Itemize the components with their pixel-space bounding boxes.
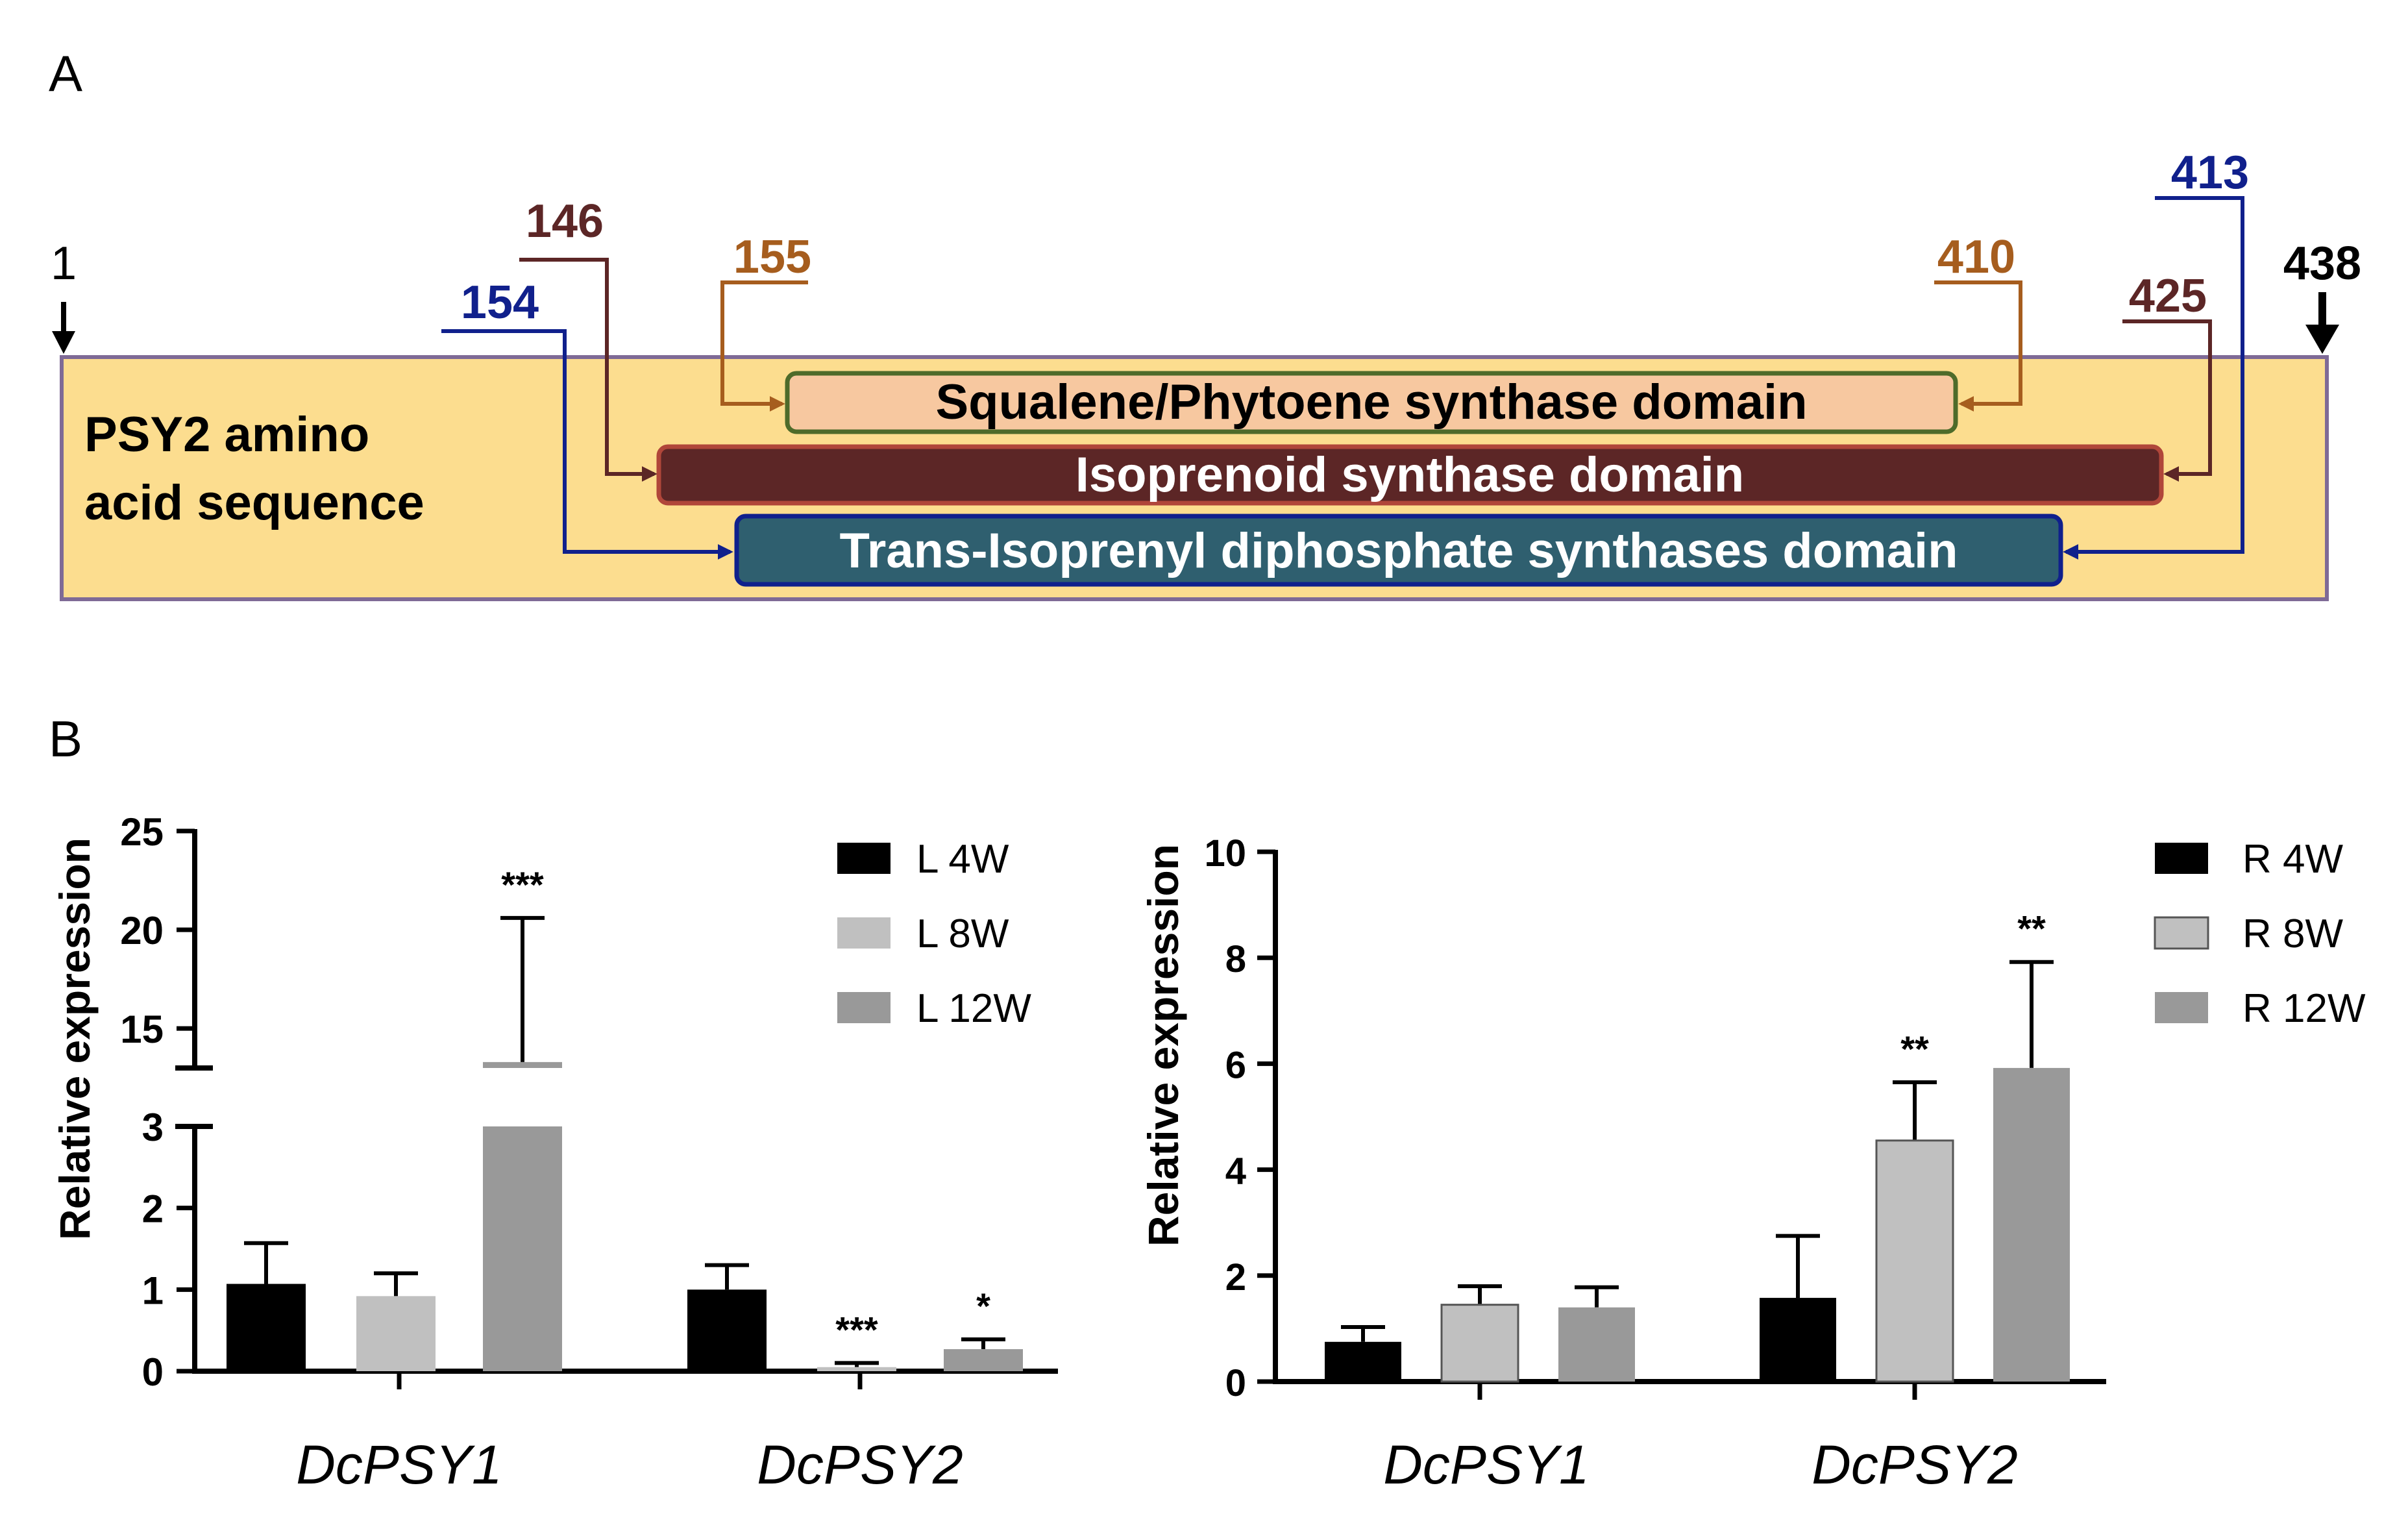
left-y-axis-title: Relative expression [51,838,99,1240]
right-significance-label: ** [1900,1028,1929,1069]
right-y-tick-label: 8 [1225,938,1246,980]
legend-label-l12w: L 12W [916,986,1031,1031]
sequence-label-line2: acid sequence [84,475,424,530]
left-bar-l-8w [817,1367,896,1371]
right-bar-r-4w [1760,1298,1836,1382]
right-category-label-dcpsy1: DcPSY1 [1383,1434,1589,1495]
left-y-tick-label: 2 [142,1187,164,1231]
left-bar-l-4w [227,1284,306,1371]
trans-start-label: 154 [461,277,539,329]
left-significance-label: *** [835,1309,878,1350]
legend-swatch-r8w [2154,916,2209,950]
isoprenoid-domain-box [656,444,2164,506]
right-bar-r-12w [1993,1067,2070,1382]
right-bar-r-12w [1558,1307,1635,1382]
squalene-end-label: 410 [1937,231,2015,283]
panel-b-label: B [49,710,82,767]
left-significance-label: *** [501,864,544,905]
right-bar-r-8w [1440,1304,1519,1383]
right-significance-label: ** [2017,908,2046,949]
left-y-tick-label: 3 [142,1106,164,1149]
isoprenoid-domain-label: Isoprenoid synthase domain [1075,447,1744,503]
right-y-axis-title: Relative expression [1139,844,1187,1247]
right-y-tick-label: 2 [1225,1256,1246,1298]
trans-isoprenyl-domain-label: Trans-Isoprenyl diphosphate synthases do… [839,523,1958,578]
end-arrow-icon [2305,292,2339,354]
panel-a-label: A [49,45,82,102]
sequence-label-line1: PSY2 amino [84,407,369,462]
left-y-tick-label: 15 [120,1008,164,1051]
legend-swatch-l4w [837,843,891,874]
start-arrow-icon [52,302,75,354]
legend-swatch-l12w [837,992,891,1023]
left-bar-l-12w-upper [483,1061,562,1068]
right-y-tick-label: 10 [1204,832,1246,875]
left-bar-l-4w [687,1289,767,1371]
left-y-tick-label: 20 [120,909,164,952]
left-y-tick-label: 1 [142,1269,164,1312]
trans-end-label: 413 [2171,147,2249,199]
squalene-start-label: 155 [733,231,811,283]
left-bars: ******* [227,864,1023,1371]
right-y-axis: 0 2 4 6 8 10 [1204,832,2106,1404]
left-y-tick-label: 0 [142,1350,164,1394]
legend-label-r12w: R 12W [2242,986,2366,1031]
isoprenoid-end-arrow [2122,319,2212,482]
right-bar-r-4w [1325,1341,1401,1382]
trans-isoprenyl-domain-box [734,514,2063,587]
trans-start-arrow [441,329,733,560]
squalene-end-arrow [1934,280,2022,412]
left-y-tick-label: 25 [120,810,164,854]
root-expression-chart: Relative expression 0 2 4 6 8 10 ** ** DcPSY1 … [1139,832,2366,1495]
squalene-domain-label: Squalene/Phytoene synthase domain [935,375,1807,430]
legend-swatch-r4w [2155,843,2208,874]
right-y-tick-label: 4 [1225,1150,1246,1193]
trans-end-arrow [2063,196,2244,560]
legend-label-l4w: L 4W [916,837,1009,882]
legend-label-r8w: R 8W [2242,912,2343,956]
left-bar-l-12w [944,1349,1023,1371]
right-category-label-dcpsy2: DcPSY2 [1812,1434,2017,1495]
start-position-label: 1 [51,238,77,290]
isoprenoid-start-arrow [519,258,657,482]
legend-swatch-l8w [837,917,891,949]
right-legend: R 4W R 8W R 12W [2154,837,2366,1031]
isoprenoid-start-label: 146 [526,195,604,247]
squalene-start-arrow [720,280,808,412]
left-category-label-dcpsy2: DcPSY2 [757,1434,963,1495]
right-bar-r-8w [1875,1139,1954,1383]
legend-swatch-r12w [2155,992,2208,1023]
left-legend: L 4W L 8W L 12W [837,837,1031,1031]
left-bar-l-8w [356,1296,436,1371]
legend-label-l8w: L 8W [916,912,1009,956]
left-y-axis: 0 1 2 3 15 20 25 [120,810,1058,1394]
legend-label-r4w: R 4W [2242,837,2343,882]
isoprenoid-end-label: 425 [2129,270,2207,322]
right-x-axis: DcPSY1 DcPSY2 [1383,1434,2017,1495]
right-bars: ** ** [1325,908,2070,1383]
right-y-tick-label: 6 [1225,1044,1246,1086]
end-position-label: 438 [2283,238,2361,290]
squalene-domain-box [785,371,1958,434]
left-category-label-dcpsy1: DcPSY1 [296,1434,502,1495]
left-x-axis: DcPSY1 DcPSY2 [296,1434,963,1495]
panel-a-domain-diagram: A PSY2 amino acid sequence 1 438 Squalen… [49,45,2361,601]
left-significance-label: * [976,1285,990,1326]
left-bar-l-12w-lower [483,1126,562,1371]
right-y-tick-label: 0 [1225,1362,1246,1404]
